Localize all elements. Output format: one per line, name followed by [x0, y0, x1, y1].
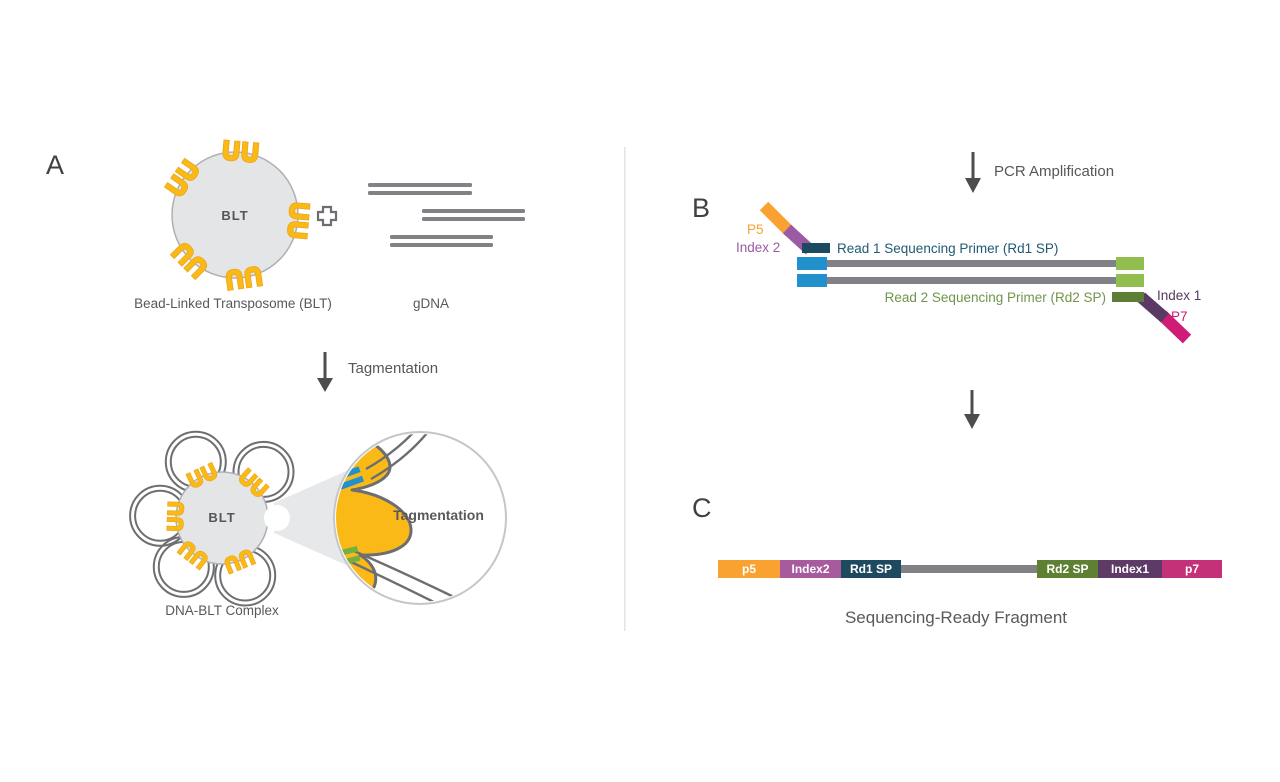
panel-b-label: B — [692, 193, 711, 223]
zoom-origin-spot — [264, 505, 290, 531]
dna-strands — [348, 434, 457, 602]
rd2-primer-label: Read 2 Sequencing Primer (Rd2 SP) — [884, 290, 1106, 305]
index1-segment — [1137, 292, 1169, 323]
gdna-fragments — [368, 183, 525, 247]
segment-rd1-sp: Rd1 SP — [841, 560, 901, 578]
segment-index2: Index2 — [780, 560, 841, 578]
blue-tag-bottom — [797, 274, 827, 287]
sequencing-ready-fragment-bar: p5 Index2 Rd1 SP Rd2 SP Index1 p7 — [718, 560, 1222, 578]
insert-top-strand — [827, 260, 1117, 267]
complex-caption: DNA-BLT Complex — [165, 603, 279, 618]
p7-adapter-segment — [1157, 310, 1192, 344]
segment-index1: Index1 — [1098, 560, 1162, 578]
index2-label: Index 2 — [736, 240, 781, 255]
rd1-primer-label: Read 1 Sequencing Primer (Rd1 SP) — [837, 241, 1059, 256]
gdna-caption: gDNA — [412, 296, 449, 311]
insert-bottom-strand — [827, 277, 1117, 284]
green-tag-top — [1116, 257, 1144, 270]
rd2-sp-segment — [1112, 292, 1144, 302]
segment-p7: p7 — [1162, 560, 1222, 578]
blt-bead-graphic — [164, 140, 310, 291]
blt-bead-label: BLT — [221, 208, 249, 223]
plus-icon — [316, 205, 338, 227]
complex-bead-label: BLT — [208, 510, 236, 525]
blue-tag-top — [797, 257, 827, 270]
pcr-arrow-icon — [965, 152, 981, 193]
panel-c-label: C — [692, 493, 712, 523]
to-final-fragment-arrow-icon — [964, 390, 980, 429]
panel-a-label: A — [46, 150, 65, 180]
dna-blt-complex-graphic — [129, 430, 295, 607]
p5-adapter-segment — [759, 201, 795, 237]
panel-divider — [624, 147, 626, 631]
p5-label: P5 — [747, 222, 764, 237]
rd1-sp-segment — [802, 243, 830, 253]
tagmentation-arrow-icon — [317, 352, 333, 392]
p7-label: P7 — [1171, 309, 1188, 324]
magnifier-label: Tagmentation — [393, 507, 484, 523]
green-tag-bottom — [1116, 274, 1144, 287]
tagmentation-step-label: Tagmentation — [348, 360, 439, 377]
pcr-fragment-graphic — [759, 201, 1192, 344]
index1-label: Index 1 — [1157, 288, 1202, 303]
bead-caption: Bead-Linked Transposome (BLT) — [134, 296, 332, 311]
insert-connector — [901, 565, 1037, 573]
segment-p5: p5 — [718, 560, 780, 578]
pcr-step-label: PCR Amplification — [994, 163, 1115, 180]
sequencing-ready-caption: Sequencing-Ready Fragment — [844, 608, 1068, 627]
segment-rd2-sp: Rd2 SP — [1037, 560, 1098, 578]
